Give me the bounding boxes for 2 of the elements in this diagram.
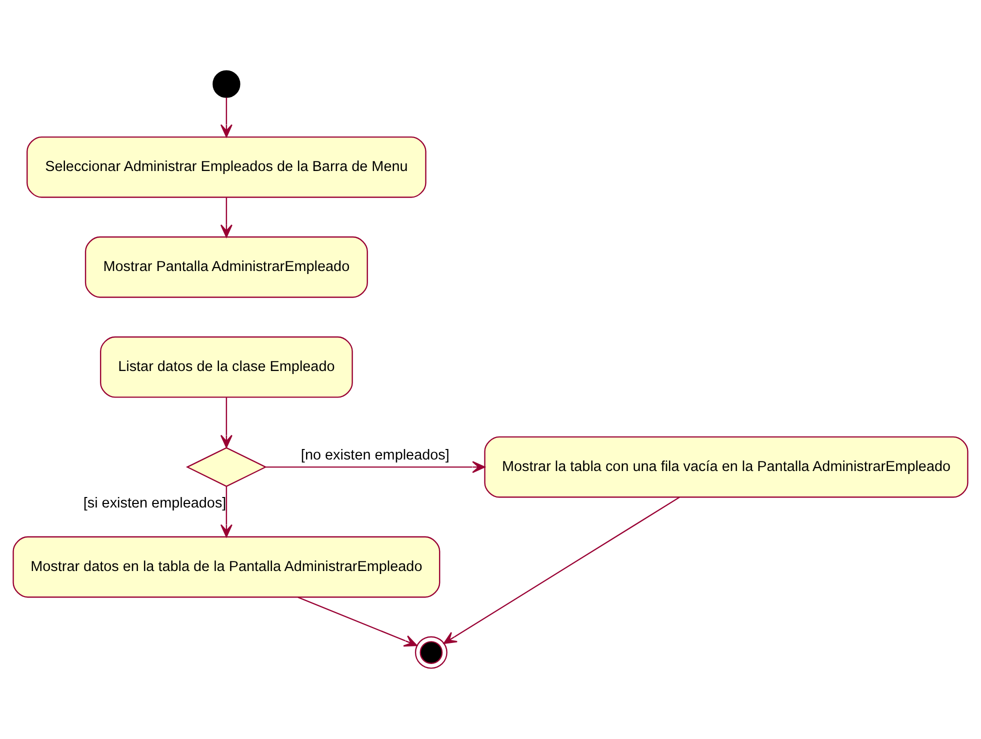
edge-label: [no existen empleados] — [300, 447, 450, 464]
edge-label: [si existen empleados] — [83, 495, 226, 512]
